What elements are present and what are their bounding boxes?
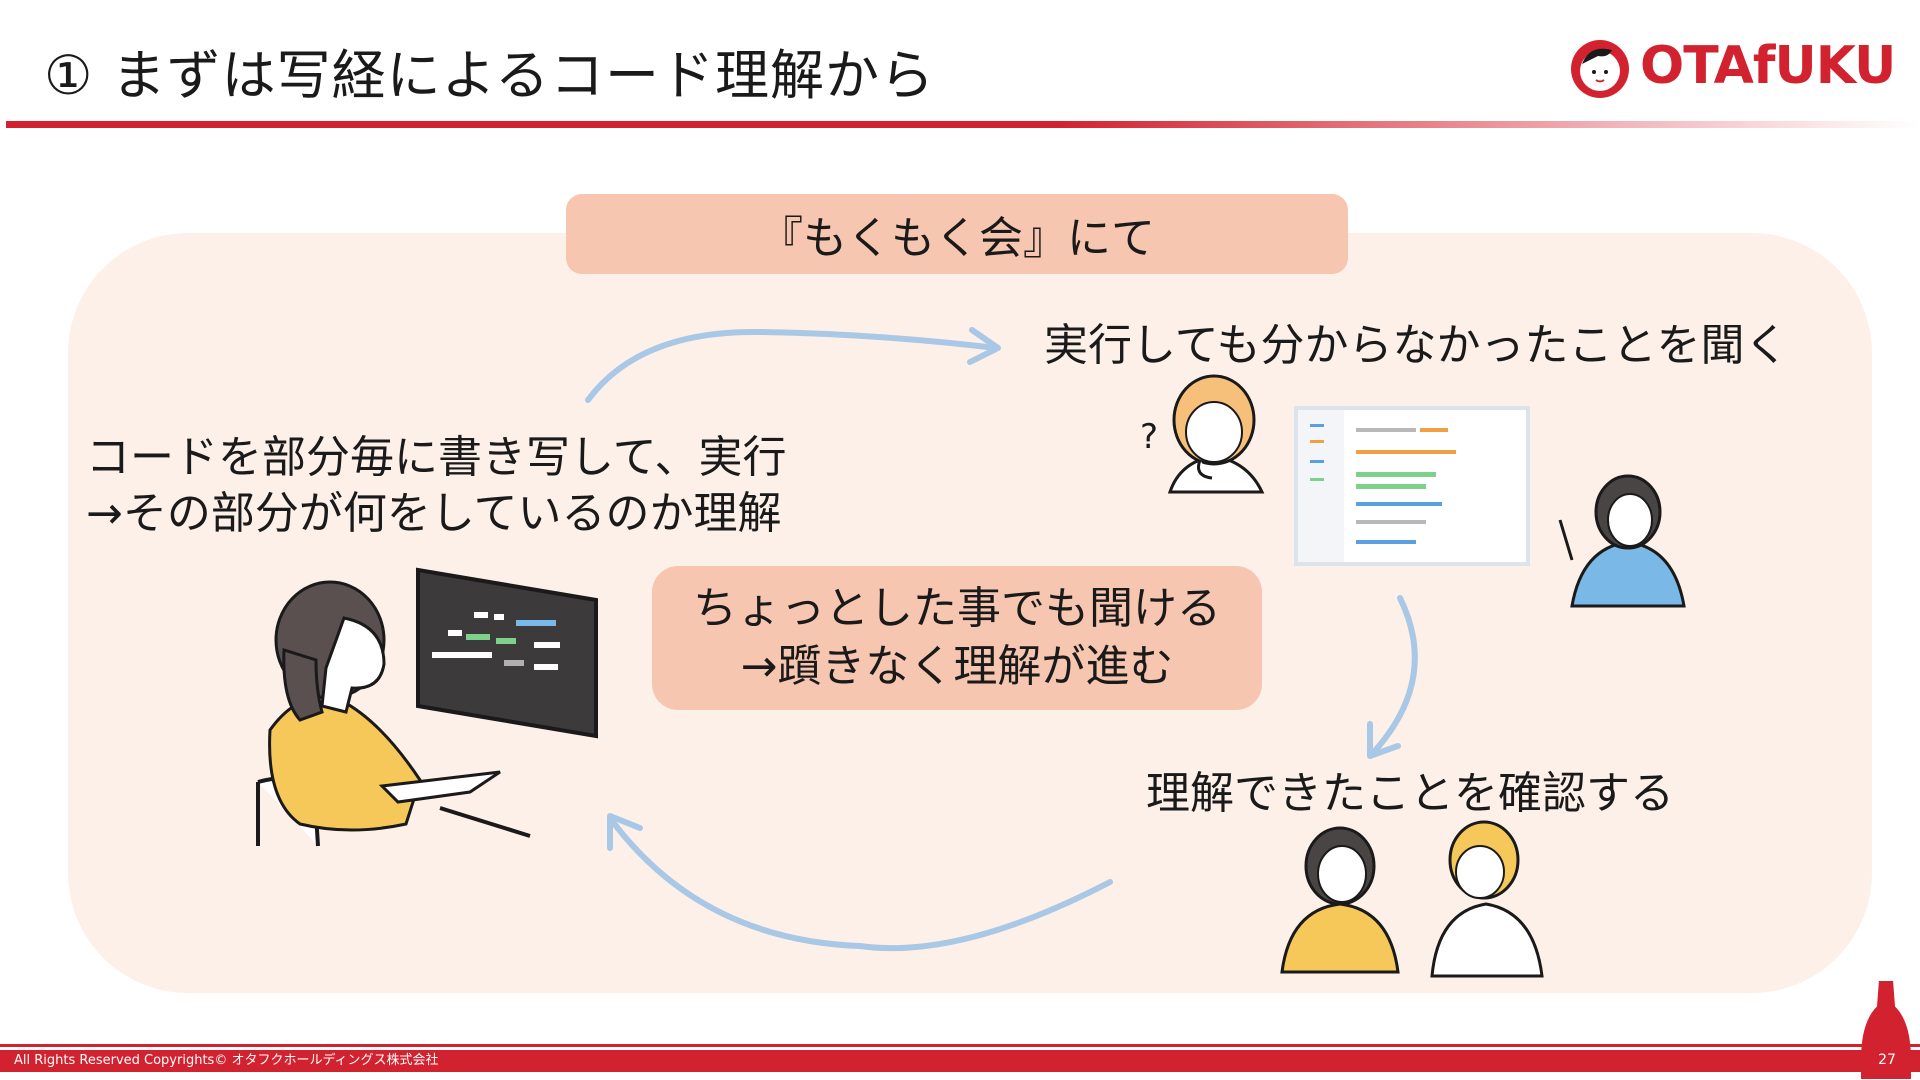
person-typing-illustration [256,567,598,847]
confused-person-illustration: ? [1140,374,1265,494]
footer-divider [0,1044,1920,1047]
slide-title: ① まずは写経によるコード理解から [44,44,935,107]
arrow-top [585,328,999,403]
logo-wordmark: OTAfUKU [1640,36,1896,96]
code-editor-illustration [1294,406,1530,566]
otafuku-logo [1571,40,1629,98]
arrow-right [1369,595,1418,757]
step-confirm-text: 理解できたことを確認する [1146,768,1674,819]
monitor-icon [416,567,598,739]
arrow-right-head [1367,721,1401,759]
session-label: 『もくもく会』にて [566,194,1348,274]
two-people-illustration [1280,820,1544,978]
step-write-text-line2: →その部分が何をしているのか理解 [86,488,782,539]
footer-bar [0,1050,1920,1072]
teacher-illustration [1558,474,1686,608]
step-ask-text: 実行しても分からなかったことを聞く [1044,320,1789,371]
copyright-text: All Rights Reserved Copyrights© オタフクホールデ… [14,1053,439,1068]
question-mark-icon: ? [1140,417,1158,457]
center-message-line1: ちょっとした事でも聞ける [693,583,1221,634]
arrow-top-head [967,327,1001,365]
page-number: 27 [1878,1052,1896,1068]
center-message-line2: →躓きなく理解が進む [740,641,1174,692]
header-divider [6,121,1920,128]
step-write-text-line1: コードを部分毎に書き写して、実行 [86,432,787,483]
arrow-bottom-head [607,813,643,851]
center-message: ちょっとした事でも聞ける →躓きなく理解が進む [652,566,1262,710]
arrow-bottom [607,815,1113,952]
